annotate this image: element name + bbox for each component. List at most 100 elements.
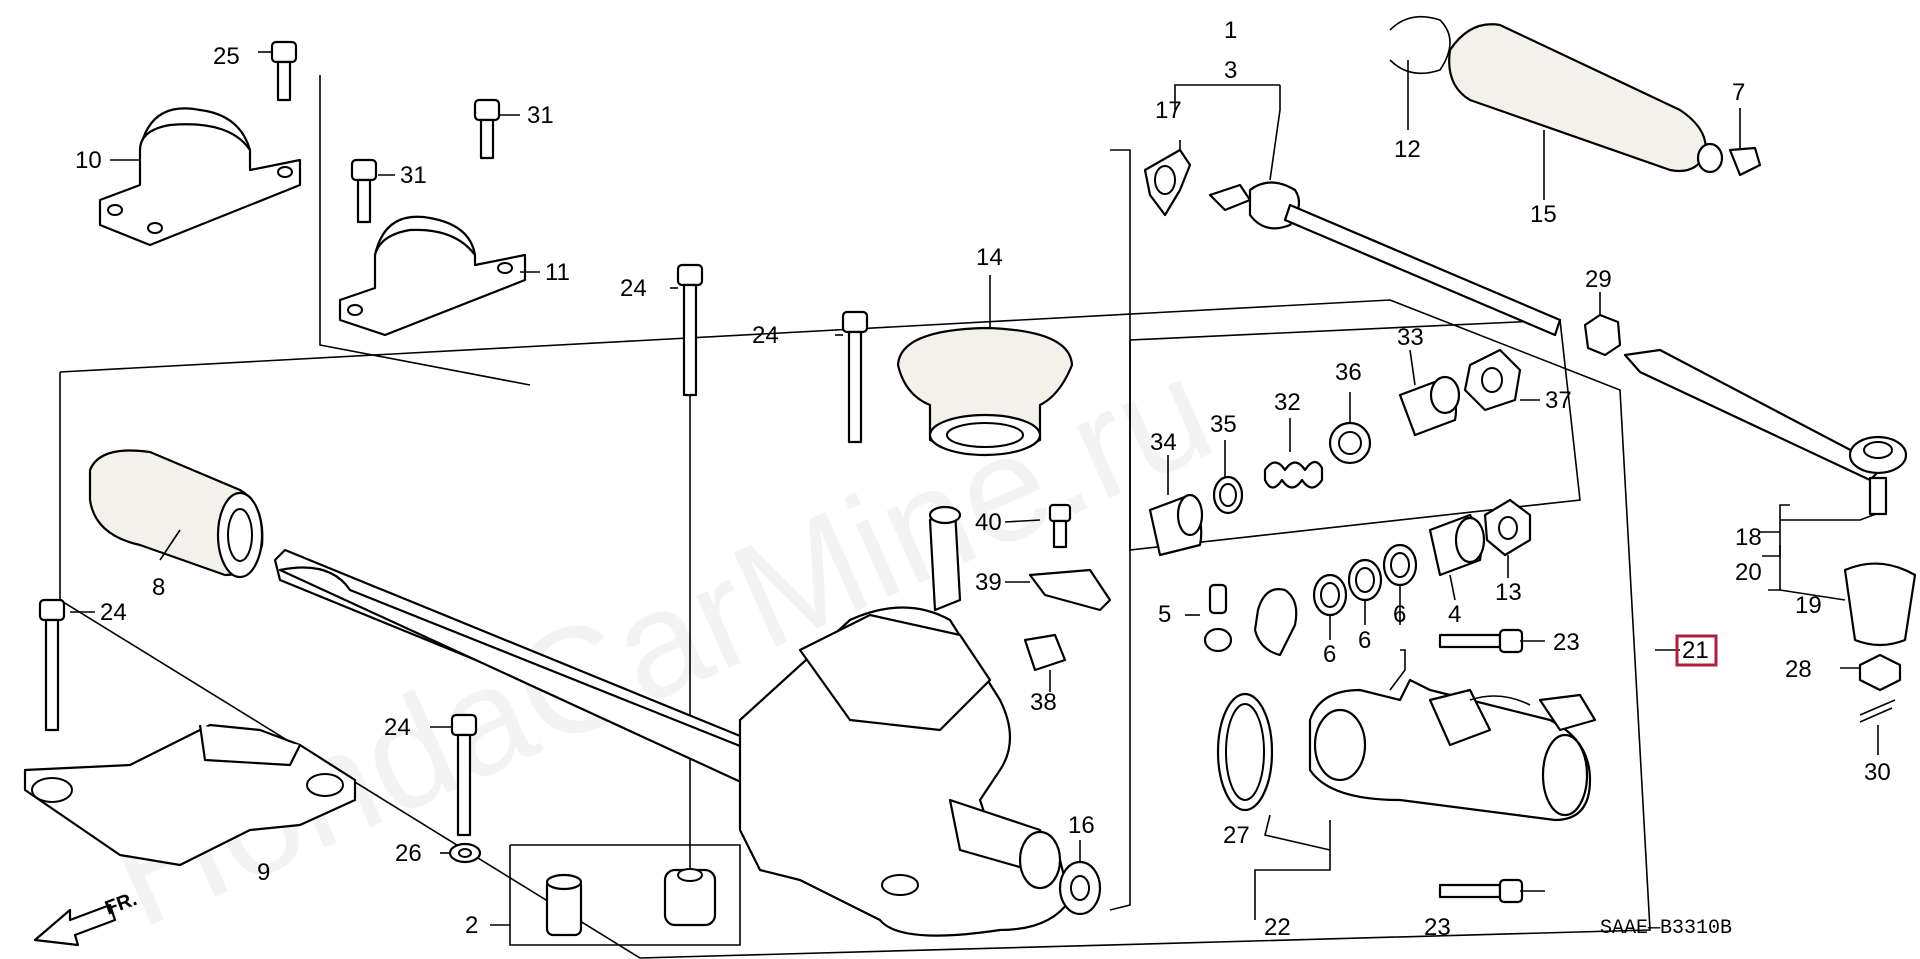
bushing-4 — [1428, 513, 1486, 577]
callout-37: 37 — [1545, 387, 1572, 414]
oring-35 — [1212, 475, 1244, 515]
bolt-24-b — [841, 310, 869, 444]
washer-6b — [1347, 558, 1383, 602]
bolt-31-lower — [350, 158, 378, 224]
callout-17: 17 — [1155, 97, 1182, 124]
bolt-24-a — [676, 263, 704, 397]
callout-26: 26 — [395, 840, 422, 867]
front-direction-arrow: FR. — [33, 888, 140, 947]
callout-20: 20 — [1735, 559, 1762, 586]
callout-22: 22 — [1264, 914, 1291, 941]
clamp-10 — [98, 107, 302, 247]
washer-26 — [448, 842, 482, 864]
callout-3: 3 — [1224, 57, 1237, 84]
group-frame-2 — [509, 844, 741, 946]
nut-28 — [1858, 653, 1902, 692]
callout-29: 29 — [1585, 266, 1612, 293]
spring-32 — [1263, 460, 1324, 489]
boot-19 — [1843, 562, 1917, 647]
bolt-31-upper — [473, 98, 501, 160]
leader-lines — [70, 51, 1879, 926]
sleeve-5b — [1253, 588, 1298, 657]
boot-8 — [88, 449, 264, 579]
bolt-24-d — [450, 713, 478, 837]
gearbox-housing — [273, 505, 1072, 937]
callout-7: 7 — [1732, 79, 1745, 106]
callout-4: 4 — [1448, 601, 1461, 628]
clip-38 — [1023, 633, 1067, 672]
callout-24a: 24 — [620, 275, 647, 302]
callout-21-highlight-box — [1675, 634, 1718, 667]
callout-12: 12 — [1394, 136, 1421, 163]
washer-6c — [1382, 543, 1418, 587]
clip-12 — [1389, 15, 1451, 75]
oring-27 — [1216, 692, 1274, 812]
callout-28: 28 — [1785, 656, 1812, 683]
callout-11: 11 — [545, 259, 570, 286]
cap-33 — [1398, 375, 1461, 437]
sleeve-34 — [1148, 493, 1204, 557]
callout-25: 25 — [213, 43, 240, 70]
callout-8: 8 — [152, 574, 165, 601]
callout-23a: 23 — [1553, 629, 1580, 656]
callout-31b: 31 — [400, 162, 427, 189]
callout-6b: 6 — [1358, 627, 1371, 654]
callout-27: 27 — [1223, 822, 1250, 849]
callout-16: 16 — [1068, 812, 1095, 839]
bolt-23-upper — [1438, 628, 1524, 654]
ring-16 — [1058, 860, 1102, 916]
group-frame-clamp — [319, 75, 531, 386]
callout-31a: 31 — [527, 102, 554, 129]
diagram-code: SAAE—B3310B — [1600, 917, 1732, 940]
tierod-end-18 — [1623, 348, 1908, 516]
bracket-9 — [23, 723, 357, 867]
tierod-inner-1 — [1208, 181, 1562, 337]
callout-24b: 24 — [752, 322, 779, 349]
callout-39: 39 — [975, 569, 1002, 596]
callout-36: 36 — [1335, 359, 1362, 386]
callout-19: 19 — [1795, 592, 1822, 619]
callout-35: 35 — [1210, 411, 1237, 438]
plug-5a — [1203, 583, 1233, 653]
bushing-2a — [545, 873, 583, 937]
clamp-11 — [338, 215, 527, 337]
callout-9: 9 — [257, 859, 270, 886]
clip-7 — [1728, 146, 1762, 177]
callout-24d: 24 — [384, 714, 411, 741]
pin-30 — [1859, 699, 1896, 723]
lockwasher-17 — [1143, 148, 1192, 217]
callout-21: 21 — [1682, 637, 1709, 664]
callout-6a: 6 — [1323, 641, 1336, 668]
bolt-40 — [1048, 503, 1072, 549]
bushing-2b — [663, 868, 717, 927]
motor-22 — [1308, 678, 1597, 822]
callout-32: 32 — [1274, 389, 1301, 416]
washer-6a — [1312, 573, 1348, 617]
callout-10: 10 — [75, 147, 102, 174]
bolt-24-c — [38, 598, 66, 732]
seal-14 — [896, 326, 1074, 457]
callout-24c: 24 — [100, 599, 127, 626]
callout-40: 40 — [975, 509, 1002, 536]
bracket-39 — [1028, 568, 1112, 612]
boot-15 — [1448, 23, 1724, 174]
callout-14: 14 — [976, 244, 1003, 271]
callout-30: 30 — [1864, 759, 1891, 786]
ring-36 — [1328, 421, 1372, 465]
callout-23b: 23 — [1424, 914, 1451, 941]
callout-33: 33 — [1397, 324, 1424, 351]
callout-1: 1 — [1224, 17, 1237, 44]
callout-5: 5 — [1158, 601, 1171, 628]
callout-13: 13 — [1495, 579, 1522, 606]
nut-13 — [1483, 498, 1532, 557]
nut-37 — [1463, 348, 1522, 412]
nut-29 — [1583, 313, 1622, 357]
callout-15: 15 — [1530, 201, 1557, 228]
callout-6c: 6 — [1393, 601, 1406, 628]
callout-18: 18 — [1735, 524, 1762, 551]
callout-34: 34 — [1150, 429, 1177, 456]
bolt-25 — [270, 40, 298, 102]
callout-38: 38 — [1030, 689, 1057, 716]
group-frame-tierod — [1109, 149, 1131, 911]
